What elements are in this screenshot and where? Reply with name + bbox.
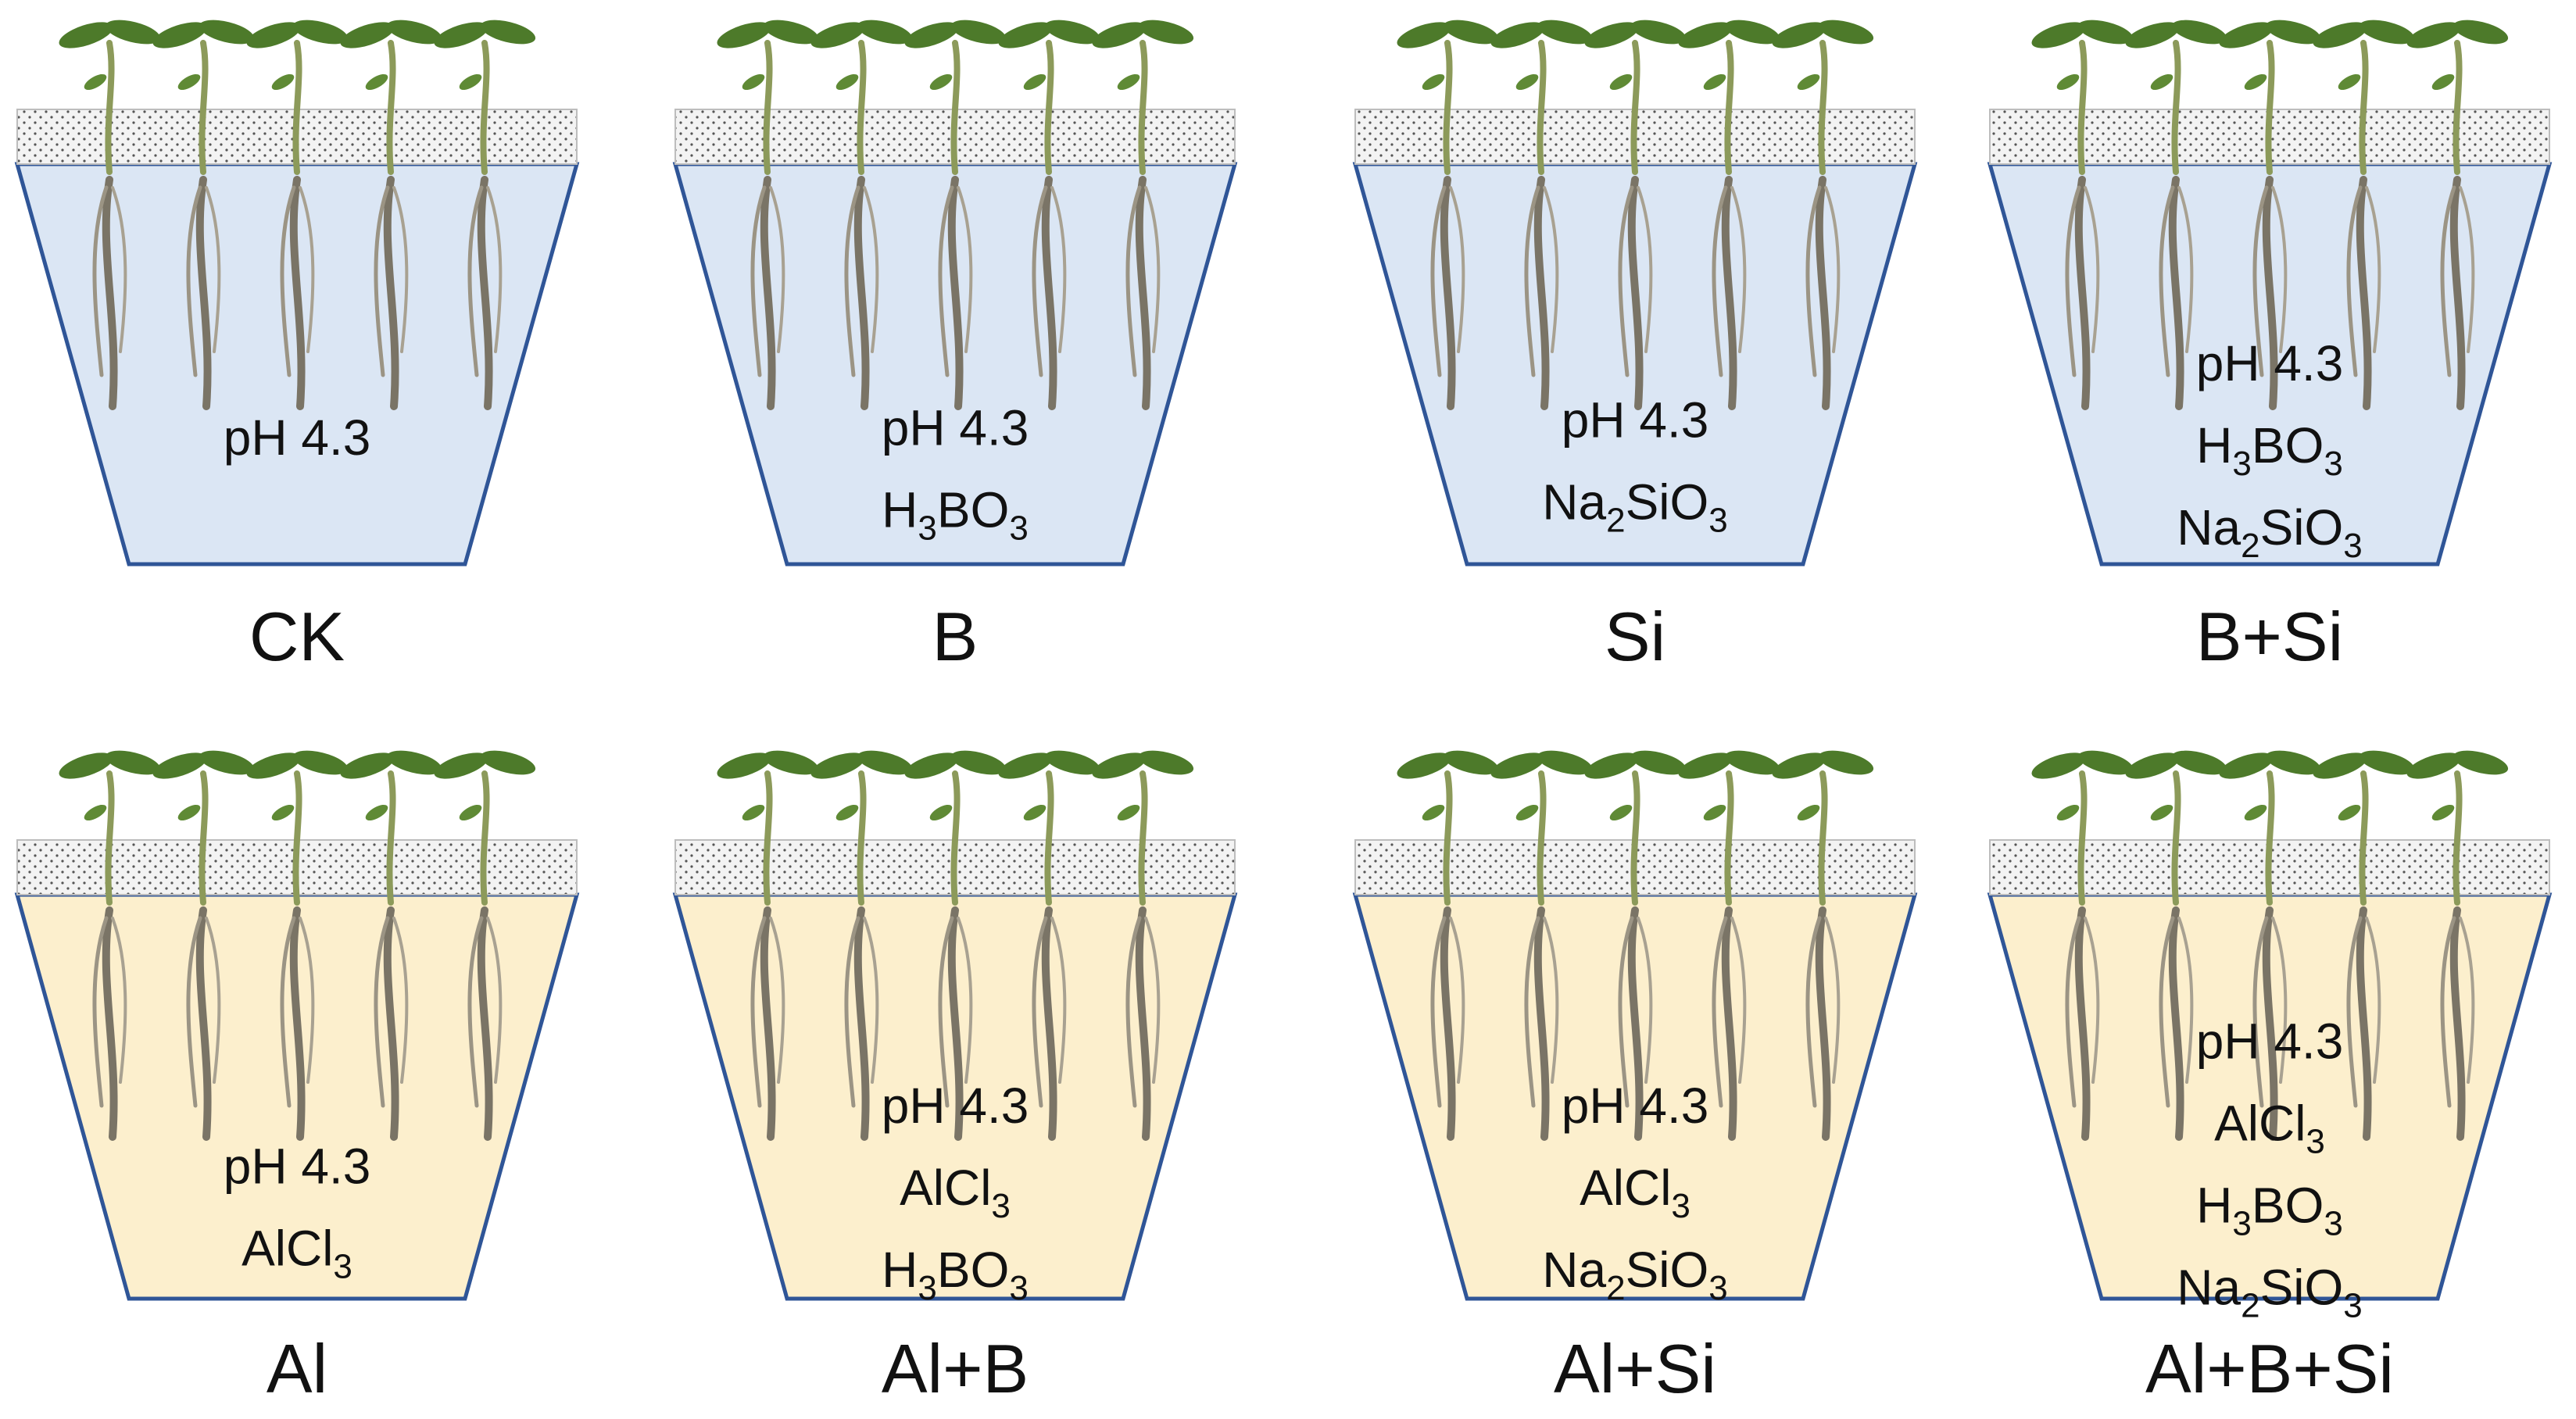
seedling [2406, 750, 2509, 1141]
condition-text: pH 4.3 [224, 409, 371, 466]
seedling [434, 20, 536, 410]
seedling [2313, 750, 2415, 1141]
treatment-label: Al+Si [1554, 1330, 1716, 1407]
seedling [904, 20, 1007, 410]
seedling [2125, 750, 2227, 1141]
seedling [152, 20, 255, 410]
seedling [1397, 750, 1499, 1141]
seedling [1772, 750, 1874, 1141]
seedling [1490, 750, 1593, 1141]
seedling [340, 750, 442, 1141]
seedling [2125, 20, 2227, 410]
seedling [152, 750, 255, 1141]
treatment-label: B [932, 598, 979, 675]
seedling [2031, 20, 2134, 410]
condition-text: AlCl3​ [900, 1160, 1011, 1225]
condition-text: pH 4.3 [224, 1138, 371, 1195]
seedling [998, 20, 1100, 410]
seedling [2219, 750, 2321, 1141]
seedling [810, 20, 913, 410]
condition-text: Na2​SiO3​ [2177, 499, 2362, 565]
condition-text: pH 4.3 [882, 400, 1029, 456]
seedling [1092, 20, 1194, 410]
seedling [59, 20, 161, 410]
seedling [1490, 20, 1593, 410]
seedling [246, 750, 349, 1141]
seedling [2219, 20, 2321, 410]
seedling [717, 20, 819, 410]
treatment-label: Si [1605, 598, 1665, 675]
treatment-label: Al+B [882, 1330, 1029, 1407]
treatment-label: Al+B+Si [2145, 1330, 2394, 1407]
seedling [1678, 750, 1780, 1141]
condition-text: pH 4.3 [2196, 335, 2344, 391]
treatment-panel: pH 4.3H3​BO3​ B [672, 20, 1238, 675]
seedling [1772, 20, 1874, 410]
seedling [2031, 750, 2134, 1141]
seedling [1584, 20, 1687, 410]
treatment-label: Al [267, 1330, 327, 1407]
treatment-label: CK [249, 598, 345, 675]
seedling [1678, 20, 1780, 410]
condition-text: pH 4.3 [2196, 1013, 2344, 1070]
seedling [434, 750, 536, 1141]
seedling [998, 750, 1100, 1141]
condition-text: pH 4.3 [1562, 1078, 1709, 1134]
seedling [904, 750, 1007, 1141]
condition-text: AlCl3​ [1580, 1160, 1690, 1225]
treatment-panel: pH 4.3CK [14, 20, 580, 675]
condition-text: H3​BO3​ [2196, 1178, 2343, 1243]
seedling [2406, 20, 2509, 410]
seedling [246, 20, 349, 410]
seedling [1584, 750, 1687, 1141]
condition-text: H3​BO3​ [882, 1242, 1029, 1307]
seedling [1397, 20, 1499, 410]
condition-text: pH 4.3 [1562, 392, 1709, 449]
condition-text: Na2​SiO3​ [2177, 1260, 2362, 1325]
condition-text: H3​BO3​ [2196, 417, 2343, 483]
condition-text: pH 4.3 [882, 1078, 1029, 1134]
seedling [1092, 750, 1194, 1141]
condition-text: H3​BO3​ [882, 482, 1029, 548]
condition-text: Na2​SiO3​ [1542, 1242, 1727, 1307]
seedling [2313, 20, 2415, 410]
seedling [59, 750, 161, 1141]
condition-text: Na2​SiO3​ [1542, 474, 1727, 540]
condition-text: AlCl3​ [242, 1221, 352, 1286]
treatment-panel: pH 4.3H3​BO3​ Na2​SiO3​ B+Si [1987, 20, 2553, 675]
seedling [340, 20, 442, 410]
treatment-label: B+Si [2196, 598, 2343, 675]
condition-text: AlCl3​ [2214, 1096, 2325, 1161]
seedling [810, 750, 913, 1141]
seedling [717, 750, 819, 1141]
